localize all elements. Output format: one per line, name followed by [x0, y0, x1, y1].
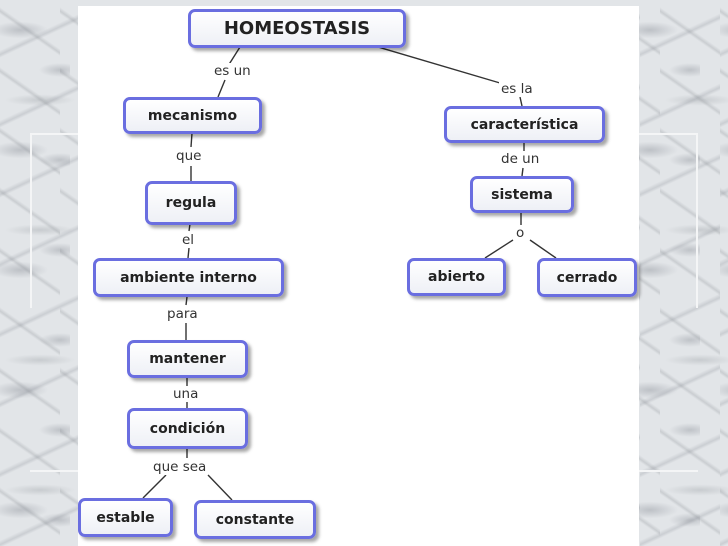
node-homeostasis[interactable]: HOMEOSTASIS	[188, 9, 406, 48]
node-caracteristica[interactable]: característica	[444, 106, 605, 143]
connector	[519, 96, 523, 107]
link-label-es-un: es un	[212, 63, 253, 79]
background-frame-line	[30, 133, 32, 308]
link-label-para: para	[165, 306, 200, 322]
node-constante[interactable]: constante	[194, 500, 316, 539]
link-label-que: que	[174, 148, 204, 164]
link-label-o: o	[514, 225, 527, 241]
background-frame-line	[696, 133, 698, 308]
connector	[190, 132, 193, 148]
link-label-una: una	[171, 386, 201, 402]
link-label-el: el	[180, 232, 197, 248]
connector	[521, 167, 524, 177]
connector	[142, 474, 167, 499]
link-label-es-la: es la	[499, 81, 535, 97]
connector	[207, 474, 233, 501]
node-abierto[interactable]: abierto	[407, 258, 506, 296]
node-sistema[interactable]: sistema	[470, 176, 574, 213]
node-mecanismo[interactable]: mecanismo	[123, 97, 262, 134]
connector	[185, 296, 188, 306]
connector	[227, 46, 241, 67]
node-estable[interactable]: estable	[78, 498, 173, 537]
connector	[217, 79, 226, 98]
link-label-de-un: de un	[499, 151, 542, 167]
connector	[484, 239, 514, 259]
node-regula[interactable]: regula	[145, 181, 237, 225]
node-condicion[interactable]: condición	[127, 408, 248, 449]
node-ambiente-interno[interactable]: ambiente interno	[93, 258, 284, 297]
connector	[188, 223, 191, 232]
link-label-que-sea: que sea	[151, 459, 209, 475]
node-mantener[interactable]: mantener	[127, 340, 248, 378]
connector	[187, 247, 190, 259]
connector	[377, 46, 501, 84]
connector	[529, 239, 557, 259]
node-cerrado[interactable]: cerrado	[537, 258, 637, 297]
